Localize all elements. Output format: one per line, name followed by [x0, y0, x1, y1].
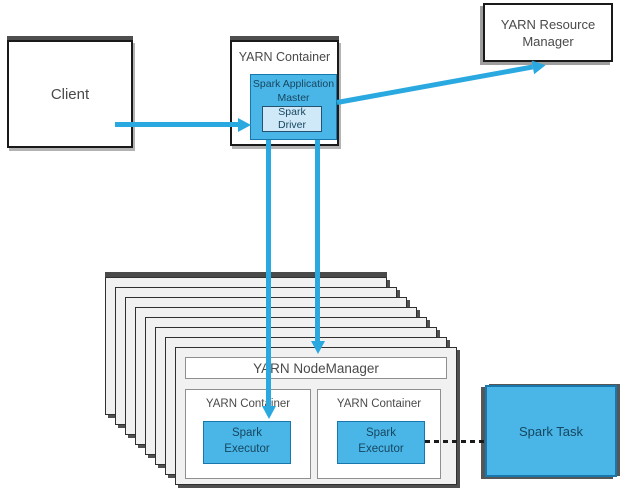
spark-application-master-label: Spark Application Master: [252, 78, 335, 104]
spark-application-master-box: Spark Application Master Spark Driver: [250, 74, 337, 140]
arrowhead-down-icon: [261, 406, 276, 419]
yarn-resource-manager-label: YARN Resource Manager: [500, 16, 596, 49]
spark-executor-left-label: Spark Executor: [224, 427, 270, 455]
yarn-node-manager-bar: YARN NodeManager: [185, 357, 447, 379]
client-label: Client: [50, 85, 90, 103]
stack-front-layer: YARN NodeManager YARN Container Spark Ex…: [175, 347, 457, 485]
arrowhead-right-icon: [238, 117, 251, 132]
appmaster-to-rm-arrow: [336, 57, 547, 105]
spark-driver-box: Spark Driver: [262, 106, 322, 132]
yarn-container-top-title: YARN Container: [238, 50, 331, 64]
arrowhead-down-icon: [310, 341, 325, 354]
client-box: Client: [7, 40, 133, 148]
yarn-container-right-box: YARN Container Spark Executor: [317, 389, 441, 479]
yarn-resource-manager-box: YARN Resource Manager: [483, 3, 613, 62]
spark-executor-left-box: Spark Executor: [203, 421, 291, 464]
yarn-container-right-title: YARN Container: [336, 398, 422, 410]
yarn-container-left-title: YARN Container: [205, 398, 291, 410]
arrow-line: [115, 122, 238, 127]
spark-task-box: Spark Task: [485, 385, 617, 477]
node-stack: YARN NodeManager YARN Container Spark Ex…: [105, 277, 465, 493]
arrow-line: [336, 63, 534, 105]
spark-executor-right-box: Spark Executor: [337, 421, 425, 464]
yarn-node-manager-label: YARN NodeManager: [253, 360, 379, 376]
executor-to-task-dashed-line: [425, 440, 485, 443]
arrow-line: [315, 140, 320, 341]
spark-driver-label: Spark Driver: [278, 105, 306, 132]
spark-executor-right-label: Spark Executor: [358, 427, 404, 455]
arrowhead-right-icon: [531, 57, 547, 74]
yarn-container-left-box: YARN Container Spark Executor: [185, 389, 311, 479]
arrow-line: [266, 140, 271, 406]
spark-task-label: Spark Task: [518, 423, 584, 439]
